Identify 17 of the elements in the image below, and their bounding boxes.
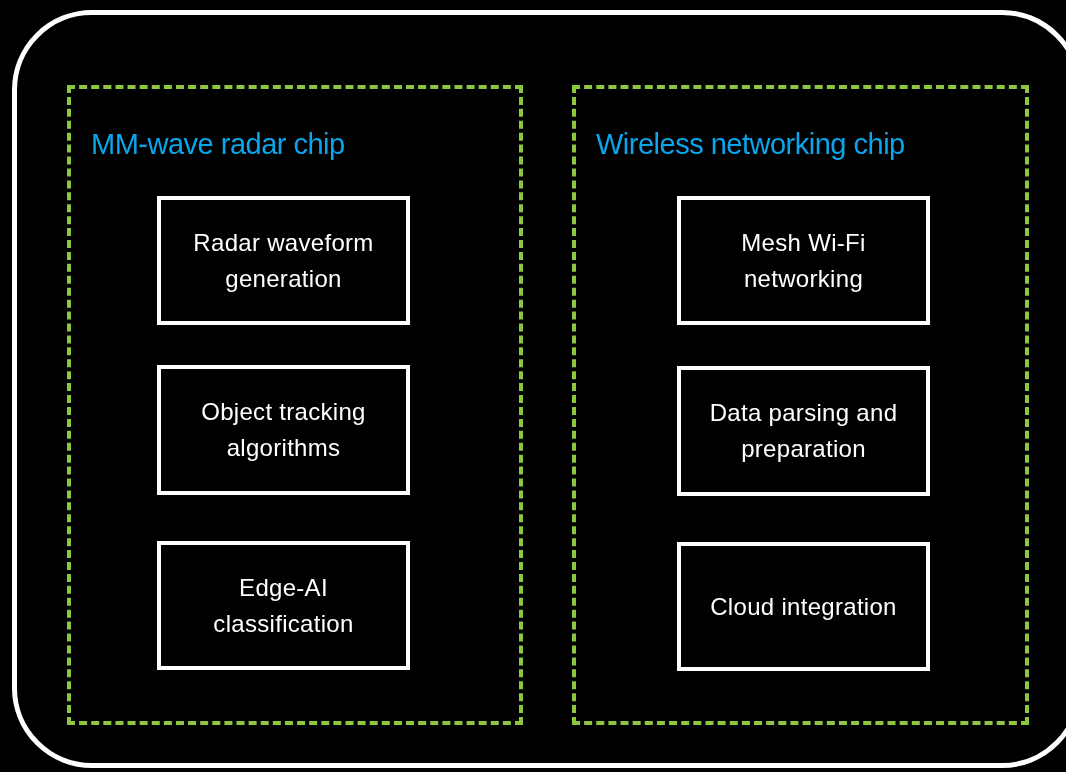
box-text: Edge-AI classification [212,572,355,639]
function-box [677,366,930,496]
outer-frame [12,10,1066,768]
function-box [157,196,410,325]
chip-heading: MM-wave radar chip [91,127,345,162]
function-box [157,365,410,495]
chip-heading: Wireless networking chip [596,127,905,162]
box-text: Mesh Wi-Fi networking [740,227,867,294]
box-text: Data parsing and preparation [708,398,899,464]
function-box [157,541,410,670]
function-box [677,542,930,671]
function-box [677,196,930,325]
chip-group-box [572,85,1029,725]
box-text: Radar waveform generation [192,227,375,294]
box-text: Cloud integration [709,591,898,622]
chip-group-box [67,85,523,725]
box-text: Object tracking algorithms [200,397,367,463]
